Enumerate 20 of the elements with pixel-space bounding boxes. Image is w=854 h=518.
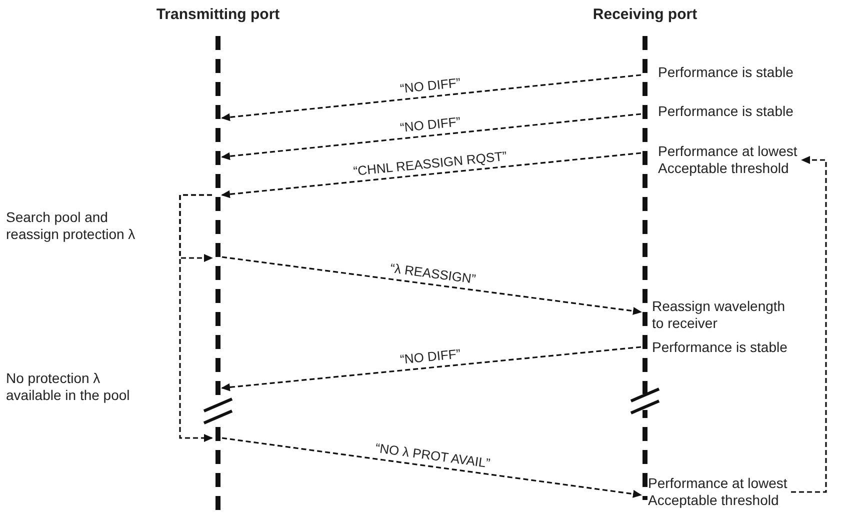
participant-heading: Receiving port <box>592 6 698 23</box>
participant-heading: Transmitting port <box>155 6 281 23</box>
note-text: No protection λ available in the pool <box>6 370 131 404</box>
arrow <box>222 256 642 315</box>
arrow <box>221 152 642 198</box>
message-label: “NO DIFF” <box>399 346 462 367</box>
message-label: “λ REASSIGN” <box>389 260 476 287</box>
arrow <box>221 113 642 160</box>
arrow <box>791 156 827 493</box>
message-label: “NO DIFF” <box>399 114 462 136</box>
arrow <box>221 74 642 122</box>
state-note: Performance at lowest Acceptable threshold <box>658 143 799 177</box>
state-note: Performance at lowest Acceptable threshold <box>648 475 789 509</box>
arrow <box>221 346 642 392</box>
note-text: Search pool and reassign protection λ <box>6 209 136 243</box>
message-label: “NO λ PROT AVAIL” <box>374 440 492 471</box>
message-label: “NO DIFF” <box>399 75 462 96</box>
message-label: “CHNL REASSIGN RQST” <box>353 148 508 178</box>
arrow <box>179 194 213 442</box>
arrow <box>222 437 642 498</box>
